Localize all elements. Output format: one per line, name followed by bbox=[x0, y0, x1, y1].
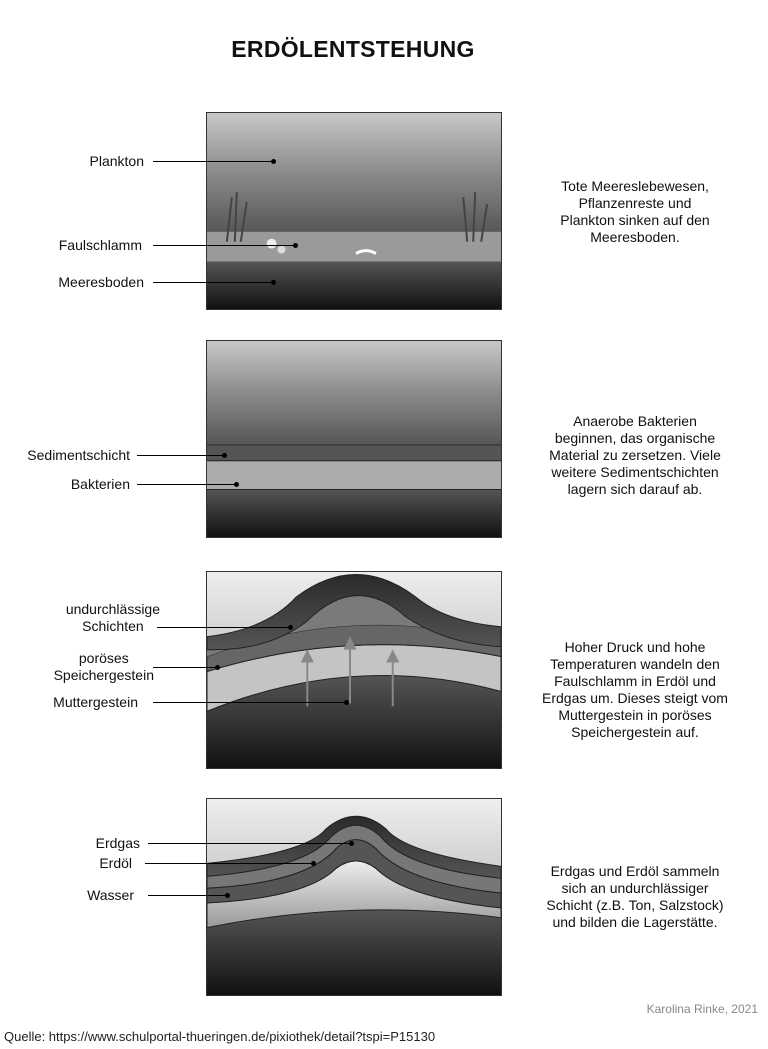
leader-line bbox=[153, 282, 273, 283]
leader-line bbox=[148, 895, 227, 896]
step-3-description: Hoher Druck und hohe Temperaturen wandel… bbox=[542, 639, 728, 740]
source-citation: Quelle: https://www.schulportal-thuering… bbox=[4, 1029, 436, 1044]
step-2-description: Anaerobe Bakterien beginnen, das organis… bbox=[549, 413, 721, 497]
label-undurchlaessige-schichten: undurchlässige Schichten bbox=[66, 601, 160, 635]
step-4-description: Erdgas und Erdöl sammeln sich an undurch… bbox=[546, 863, 724, 930]
page-title: ERDÖLENTSTEHUNG bbox=[231, 36, 475, 62]
label-wasser: Wasser bbox=[87, 887, 134, 903]
marker-dot bbox=[234, 482, 239, 487]
leader-line bbox=[153, 702, 346, 703]
leader-line bbox=[137, 484, 236, 485]
step-1-description: Tote Meereslebewesen, Pflanzenreste und … bbox=[560, 178, 710, 245]
marker-dot bbox=[215, 665, 220, 670]
leader-line bbox=[157, 627, 290, 628]
label-erdoel: Erdöl bbox=[99, 855, 132, 871]
marker-dot bbox=[293, 243, 298, 248]
marker-dot bbox=[344, 700, 349, 705]
label-poroeses-speichergestein: poröses Speichergestein bbox=[54, 650, 154, 684]
marker-dot bbox=[222, 453, 227, 458]
marker-dot bbox=[225, 893, 230, 898]
marker-dot bbox=[288, 625, 293, 630]
label-bakterien: Bakterien bbox=[70, 476, 130, 492]
label-sedimentschicht: Sedimentschicht bbox=[27, 447, 130, 463]
leader-line bbox=[153, 245, 295, 246]
label-muttergestein: Muttergestein bbox=[53, 694, 138, 710]
label-faulschlamm: Faulschlamm bbox=[58, 237, 142, 253]
marker-dot bbox=[271, 159, 276, 164]
author-credit: Karolina Rinke, 2021 bbox=[646, 1002, 758, 1016]
label-meeresboden: Meeresboden bbox=[58, 274, 144, 290]
leader-line bbox=[148, 843, 351, 844]
marker-dot bbox=[349, 841, 354, 846]
label-plankton: Plankton bbox=[89, 153, 144, 169]
illustration-plankton-sinking bbox=[206, 112, 502, 310]
leader-line bbox=[153, 667, 217, 668]
marker-dot bbox=[271, 280, 276, 285]
label-text: undurchlässige Schichten bbox=[65, 601, 160, 634]
label-text: poröses Speichergestein bbox=[53, 650, 154, 683]
illustration-oil-deposit bbox=[206, 798, 502, 996]
marker-dot bbox=[311, 861, 316, 866]
illustration-oil-formation bbox=[206, 571, 502, 769]
leader-line bbox=[137, 455, 224, 456]
leader-line bbox=[153, 161, 273, 162]
leader-line bbox=[145, 863, 313, 864]
illustration-bacteria bbox=[206, 340, 502, 538]
label-erdgas: Erdgas bbox=[95, 835, 140, 851]
